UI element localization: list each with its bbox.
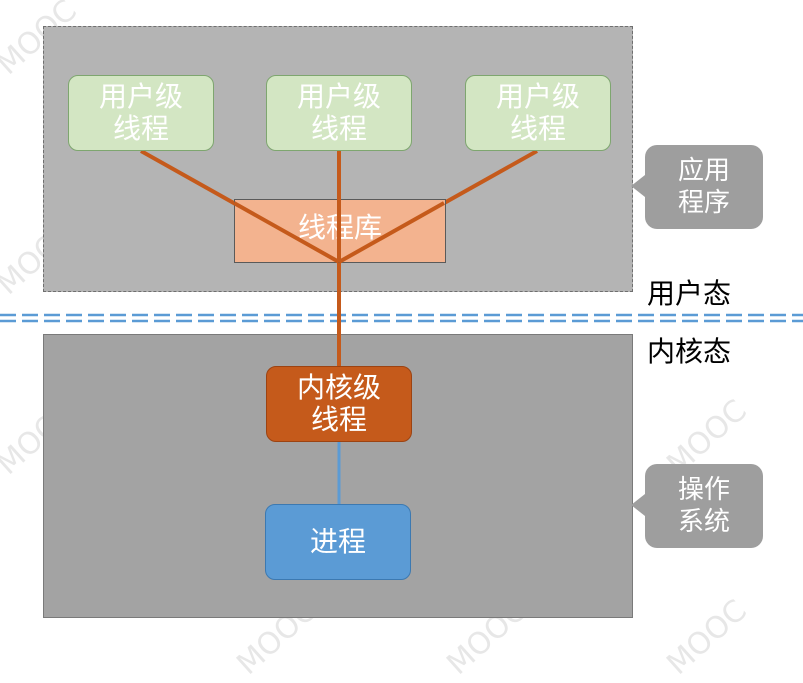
os-callout: 操作 系统 xyxy=(631,464,763,548)
kernel-thread-box: 内核级 线程 xyxy=(266,366,412,442)
user-thread-3: 用户级 线程 xyxy=(465,75,611,151)
application-callout: 应用 程序 xyxy=(631,145,763,229)
user-mode-label: 用户态 xyxy=(647,277,732,310)
kernel-mode-label: 内核态 xyxy=(647,335,732,368)
user-thread-2: 用户级 线程 xyxy=(266,75,412,151)
process-box: 进程 xyxy=(265,504,411,580)
user-thread-1: 用户级 线程 xyxy=(68,75,214,151)
mode-divider xyxy=(0,313,803,323)
